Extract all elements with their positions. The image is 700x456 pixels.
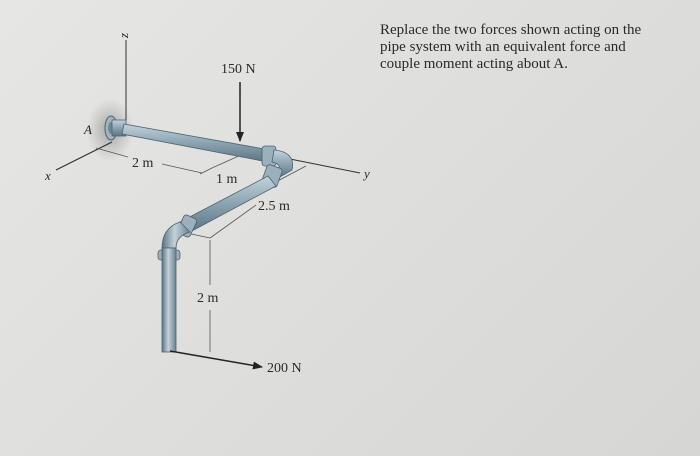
problem-line-1: Replace the two forces shown acting on t… [380,22,642,38]
dim-2-5m: 2.5 m [258,199,290,214]
x-axis [55,141,113,171]
dim-1m: 1 m [216,172,238,187]
y-axis-label: y [362,166,370,181]
force-200n-label: 200 N [267,361,302,376]
problem-line-3: couple moment acting about A. [380,56,568,72]
problem-line-2: pipe system with an equivalent force and [380,39,626,55]
force-200n-arrow [169,350,263,370]
z-axis-label: z [116,33,131,39]
y-axis [284,157,361,174]
point-a-label: A [83,122,92,137]
pipe-segment-z [161,247,177,353]
force-150n-label: 150 N [221,62,256,77]
dim-2m-vertical: 2 m [197,291,219,306]
x-axis-label: x [44,168,51,183]
axes: z x y [44,33,370,183]
problem-statement: Replace the two forces shown acting on t… [380,22,680,73]
dim-2m-horizontal: 2 m [132,156,154,171]
forces: 150 N 200 N [169,62,302,376]
pipe-system [104,115,293,353]
